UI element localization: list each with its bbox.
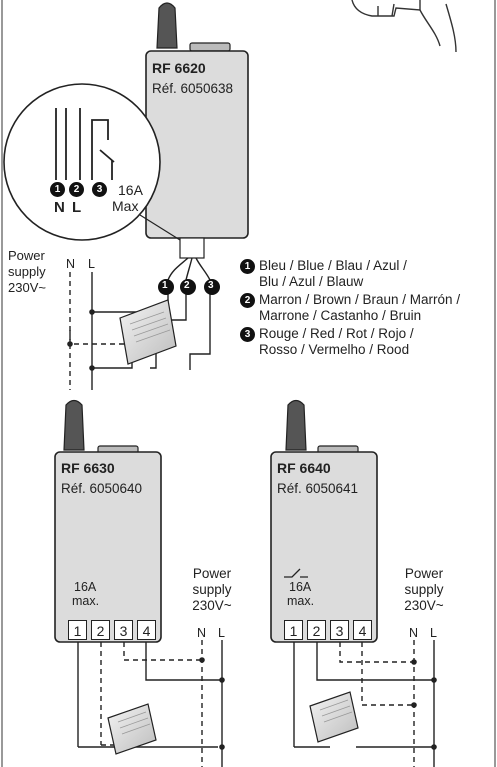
power-line1: Power — [404, 566, 444, 581]
power-supply-label-3: Power supply 230V~ — [396, 566, 452, 614]
rf6640-terminal-2: 2 — [307, 620, 326, 640]
wire-marker-2-text: 2 — [184, 280, 190, 291]
antenna-icon — [63, 399, 85, 451]
antenna-icon — [156, 2, 178, 49]
legend-marker-3: 3 — [240, 327, 255, 342]
supply-n-label: N — [409, 626, 419, 640]
wire-marker-1-text: 1 — [162, 280, 168, 291]
legend-item-1: 1 Bleu / Blue / Blau / Azul / Blu / Azul … — [240, 258, 407, 290]
legend-item-2: 2 Marron / Brown / Braun / Marrón / Marro… — [240, 292, 460, 324]
wire-markers — [158, 279, 220, 295]
rf6630-terminal-2: 2 — [91, 620, 110, 640]
power-line1: Power — [8, 248, 45, 263]
zoom-marker-3: 3 — [92, 182, 107, 197]
wire-marker-3-text: 3 — [208, 280, 214, 291]
rf6630-model: RF 6630 — [61, 460, 115, 476]
rf6640-ref: Réf. 6050641 — [277, 481, 359, 496]
zoom-marker-2: 2 — [69, 182, 84, 197]
rf6640-terminal-1: 1 — [284, 620, 303, 640]
rf6620-model: RF 6620 — [152, 60, 206, 76]
zoom-n-label: N — [54, 199, 65, 216]
power-line3: 230V~ — [8, 280, 46, 295]
supply-n-label: N — [66, 257, 76, 271]
power-line2: supply — [192, 582, 232, 597]
rf6630-terminal-1: 1 — [68, 620, 87, 640]
rf6640-terminal-4: 4 — [353, 620, 372, 640]
power-supply-label-2: Power supply 230V~ — [184, 566, 240, 614]
power-line3: 230V~ — [192, 598, 232, 613]
heater-icon — [309, 691, 359, 743]
supply-l-label: L — [88, 257, 95, 271]
power-line2: supply — [404, 582, 444, 597]
power-line3: 230V~ — [404, 598, 444, 613]
legend-line: Bleu / Blue / Blau / Azul / — [259, 258, 407, 273]
supply-l-label: L — [430, 626, 437, 640]
rf6640-rating: 16A — [289, 580, 312, 594]
legend-item-3: 3 Rouge / Red / Rot / Rojo / Rosso / Verm… — [240, 326, 414, 358]
supply-l-label: L — [218, 626, 225, 640]
rf6640-rating-sub: max. — [287, 594, 315, 608]
device-body — [270, 451, 378, 643]
rf6620-ref: Réf. 6050638 — [152, 81, 234, 96]
hand-illustration — [351, 0, 457, 53]
rf6630-ref: Réf. 6050640 — [61, 481, 143, 496]
device-body — [54, 451, 162, 643]
legend-line: Marrone / Castanho / Bruin — [259, 308, 422, 323]
legend-line: Rosso / Vermelho / Rood — [259, 342, 410, 357]
rf6630-rating-sub: max. — [72, 594, 100, 608]
device-rf6620 — [145, 2, 249, 259]
rf6640-model: RF 6640 — [277, 460, 331, 476]
legend-line: Blu / Azul / Blauw — [259, 274, 364, 289]
relay-switch-icon — [284, 568, 308, 578]
device-rf6630 — [54, 399, 162, 643]
heater-icon — [119, 299, 177, 365]
device-body — [145, 50, 249, 239]
zoom-rating: 16A — [118, 182, 143, 198]
legend-marker-1: 1 — [240, 259, 255, 274]
rf6630-rating: 16A — [74, 580, 97, 594]
legend-marker-2: 2 — [240, 293, 255, 308]
legend-line: Marron / Brown / Braun / Marrón / — [259, 292, 461, 307]
zoom-l-label: L — [72, 199, 82, 216]
zoom-marker-1: 1 — [50, 182, 65, 197]
supply-n-label: N — [197, 626, 207, 640]
rf6630-terminal-4: 4 — [137, 620, 156, 640]
zoom-rating-sub: Max — [112, 198, 139, 214]
antenna-icon — [285, 399, 307, 451]
wire-marker-2 — [180, 279, 196, 295]
legend-line: Rouge / Red / Rot / Rojo / — [259, 326, 414, 341]
zoom-detail — [3, 83, 181, 241]
heater-icon — [107, 703, 157, 755]
rf6630-terminal-3: 3 — [114, 620, 133, 640]
cable-gland — [179, 237, 205, 259]
rf6640-terminal-3: 3 — [330, 620, 349, 640]
power-line2: supply — [8, 264, 46, 279]
power-supply-label-1: Power supply 230V~ — [8, 248, 46, 296]
wire-marker-3 — [204, 279, 220, 295]
power-line1: Power — [192, 566, 232, 581]
device-rf6640 — [270, 399, 378, 643]
wire-marker-1 — [158, 279, 174, 295]
